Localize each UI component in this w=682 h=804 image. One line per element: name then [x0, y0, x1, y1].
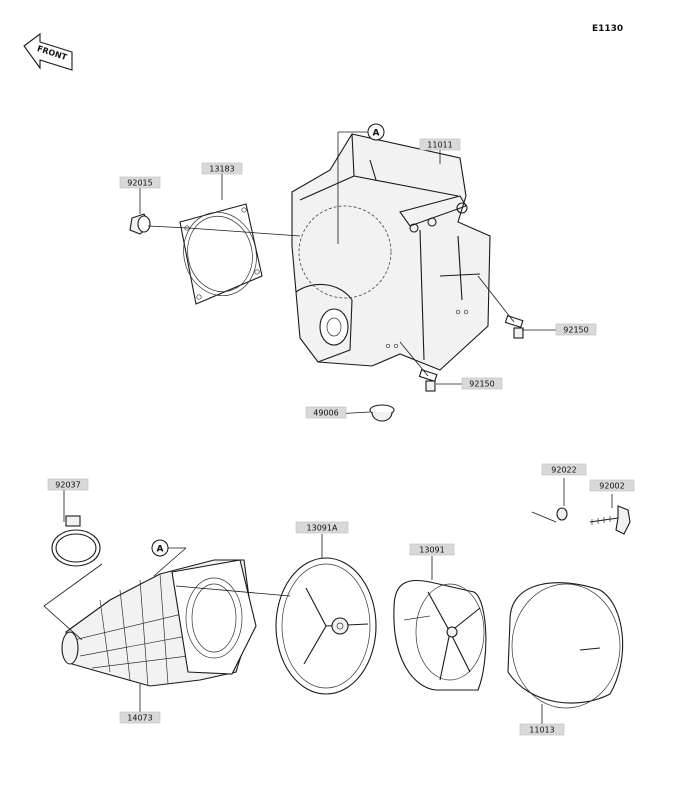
part-label-92015: 92015 — [119, 176, 161, 189]
leader-92150-upper-to-box — [477, 275, 515, 323]
svg-text:11013: 11013 — [529, 726, 554, 735]
bolt-upper — [504, 315, 524, 339]
reference-mark-lower-label: A — [157, 545, 164, 555]
front-arrow-icon: FRONT — [23, 32, 73, 71]
svg-text:13091A: 13091A — [307, 524, 338, 533]
part-label-13183: 13183 — [201, 162, 243, 175]
hose-clamp — [51, 515, 101, 567]
part-label-92022: 92022 — [541, 463, 587, 476]
drain-cap — [369, 404, 395, 422]
filter-holder-plate — [275, 557, 377, 695]
part-label-11013: 11013 — [519, 723, 565, 736]
part-label-92150-lower: 92150 — [461, 377, 503, 390]
leader-92150-lower-to-box — [399, 341, 429, 377]
air-filter-element — [507, 582, 624, 709]
diagram-code: E1130 — [592, 24, 623, 34]
part-label-14073: 14073 — [119, 711, 161, 724]
svg-text:92002: 92002 — [599, 482, 624, 491]
svg-text:92150: 92150 — [469, 380, 494, 389]
svg-text:92015: 92015 — [127, 179, 152, 188]
reference-mark-upper: A — [337, 123, 385, 244]
reference-mark-upper-label: A — [373, 129, 380, 139]
part-label-49006: 49006 — [305, 406, 347, 419]
part-label-13091: 13091 — [409, 543, 455, 556]
svg-text:11011: 11011 — [427, 141, 452, 150]
reference-mark-lower: A — [151, 539, 187, 577]
leader-13183-to-box — [187, 227, 301, 237]
grommet — [129, 213, 151, 235]
part-label-13091A: 13091A — [295, 521, 349, 534]
svg-text:92037: 92037 — [55, 481, 80, 490]
svg-text:14073: 14073 — [127, 714, 152, 723]
bolt-lower — [418, 369, 438, 392]
intake-duct — [61, 559, 257, 687]
leader-92015-to-gasket — [147, 225, 189, 229]
leader-92037-to-duct — [43, 563, 103, 641]
svg-text:49006: 49006 — [313, 409, 338, 418]
wing-bolt — [589, 505, 631, 535]
part-label-92002: 92002 — [589, 479, 635, 492]
svg-text:13183: 13183 — [209, 165, 234, 174]
filter-nut — [556, 507, 568, 521]
air-box-housing — [291, 133, 491, 371]
part-label-92150-upper: 92150 — [555, 323, 597, 336]
svg-text:92022: 92022 — [551, 466, 576, 475]
part-label-92037: 92037 — [47, 478, 89, 491]
leader-92022-to-stud — [531, 511, 557, 523]
air-box-gasket — [179, 203, 263, 305]
part-label-11011: 11011 — [419, 138, 461, 151]
svg-text:92150: 92150 — [563, 326, 588, 335]
svg-text:13091: 13091 — [419, 546, 444, 555]
filter-cage — [393, 579, 487, 691]
leader-duct-to-holder — [175, 585, 291, 597]
